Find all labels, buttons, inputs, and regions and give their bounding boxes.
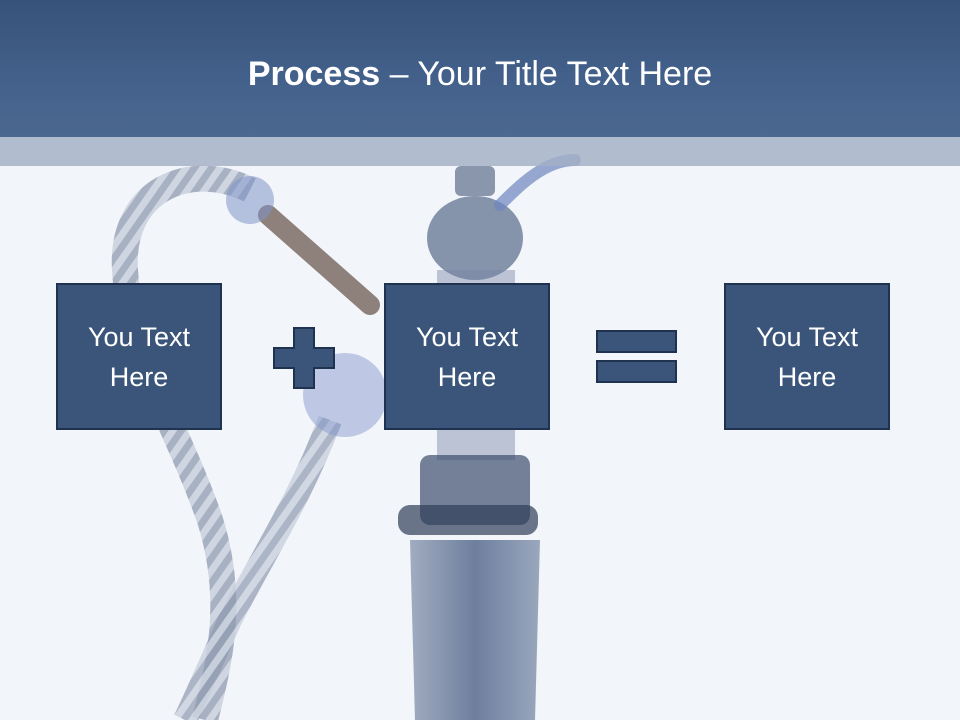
slide-title-rest: – Your Title Text Here [380,55,713,93]
process-box-1[interactable]: You Text Here [56,283,222,430]
slide-title-strong: Process [247,55,381,93]
process-box-result-line1: You Text [755,321,859,352]
process-box-2-line1: You Text [415,321,519,352]
equals-icon [596,330,677,383]
process-box-2-line2: Here [437,361,497,392]
process-box-1-line2: Here [109,361,169,392]
process-box-2[interactable]: You Text Here [384,283,550,430]
process-box-result[interactable]: You Text Here [724,283,890,430]
process-box-1-line1: You Text [87,321,191,352]
slide-title: Process – Your Title Text Here [0,52,960,96]
process-box-result-line2: Here [777,361,837,392]
plus-icon [273,327,335,389]
title-underline-band [0,137,960,166]
title-bar [0,0,960,137]
